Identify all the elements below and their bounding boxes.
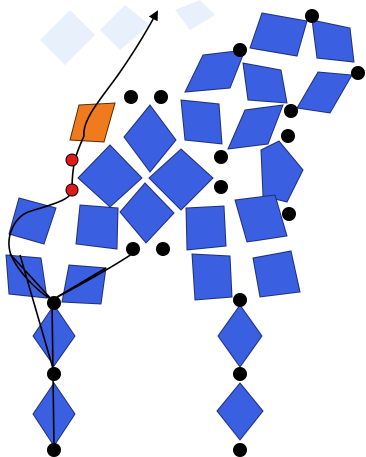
tile xyxy=(227,104,284,150)
tile xyxy=(234,194,288,243)
tile xyxy=(260,140,304,203)
tile xyxy=(148,148,214,211)
watermark-shape xyxy=(100,5,150,50)
junction-dot xyxy=(233,443,247,457)
watermark-layer xyxy=(40,0,215,65)
tile xyxy=(249,12,308,57)
red-marker xyxy=(65,183,79,197)
junction-dot xyxy=(282,207,296,221)
junction-dot xyxy=(214,180,228,194)
arrow-path xyxy=(83,10,158,137)
junction-dot xyxy=(156,242,170,256)
junction-dot xyxy=(214,150,228,164)
tile xyxy=(311,19,355,63)
junction-dot xyxy=(351,66,365,80)
tile xyxy=(180,99,223,145)
tile xyxy=(184,49,246,93)
junction-dot xyxy=(233,43,247,57)
junction-dot xyxy=(281,129,295,143)
junction-dot xyxy=(233,367,247,381)
junction-dot xyxy=(284,104,298,118)
tile xyxy=(75,204,119,250)
tile xyxy=(217,304,263,368)
tile xyxy=(191,253,233,301)
junction-dot xyxy=(47,367,61,381)
junction-dot xyxy=(154,90,168,104)
tile xyxy=(296,71,353,114)
tile xyxy=(8,197,57,245)
watermark-shape xyxy=(175,0,215,30)
tile xyxy=(61,264,107,305)
dots-layer xyxy=(47,9,365,457)
highlighted-tile xyxy=(69,102,116,143)
tile xyxy=(119,182,175,244)
junction-dot xyxy=(305,9,319,23)
tile xyxy=(123,104,177,173)
tile xyxy=(216,382,264,441)
tile xyxy=(32,304,76,367)
watermark-shape xyxy=(40,10,95,65)
junction-dot xyxy=(126,242,140,256)
junction-dot xyxy=(47,296,61,310)
junction-dot xyxy=(124,90,138,104)
junction-dot xyxy=(233,293,247,307)
junction-dot xyxy=(47,443,61,457)
tile xyxy=(252,250,301,298)
tile xyxy=(185,205,227,251)
red-marker xyxy=(65,153,79,167)
tiles-layer xyxy=(5,12,355,447)
tile xyxy=(242,62,288,104)
